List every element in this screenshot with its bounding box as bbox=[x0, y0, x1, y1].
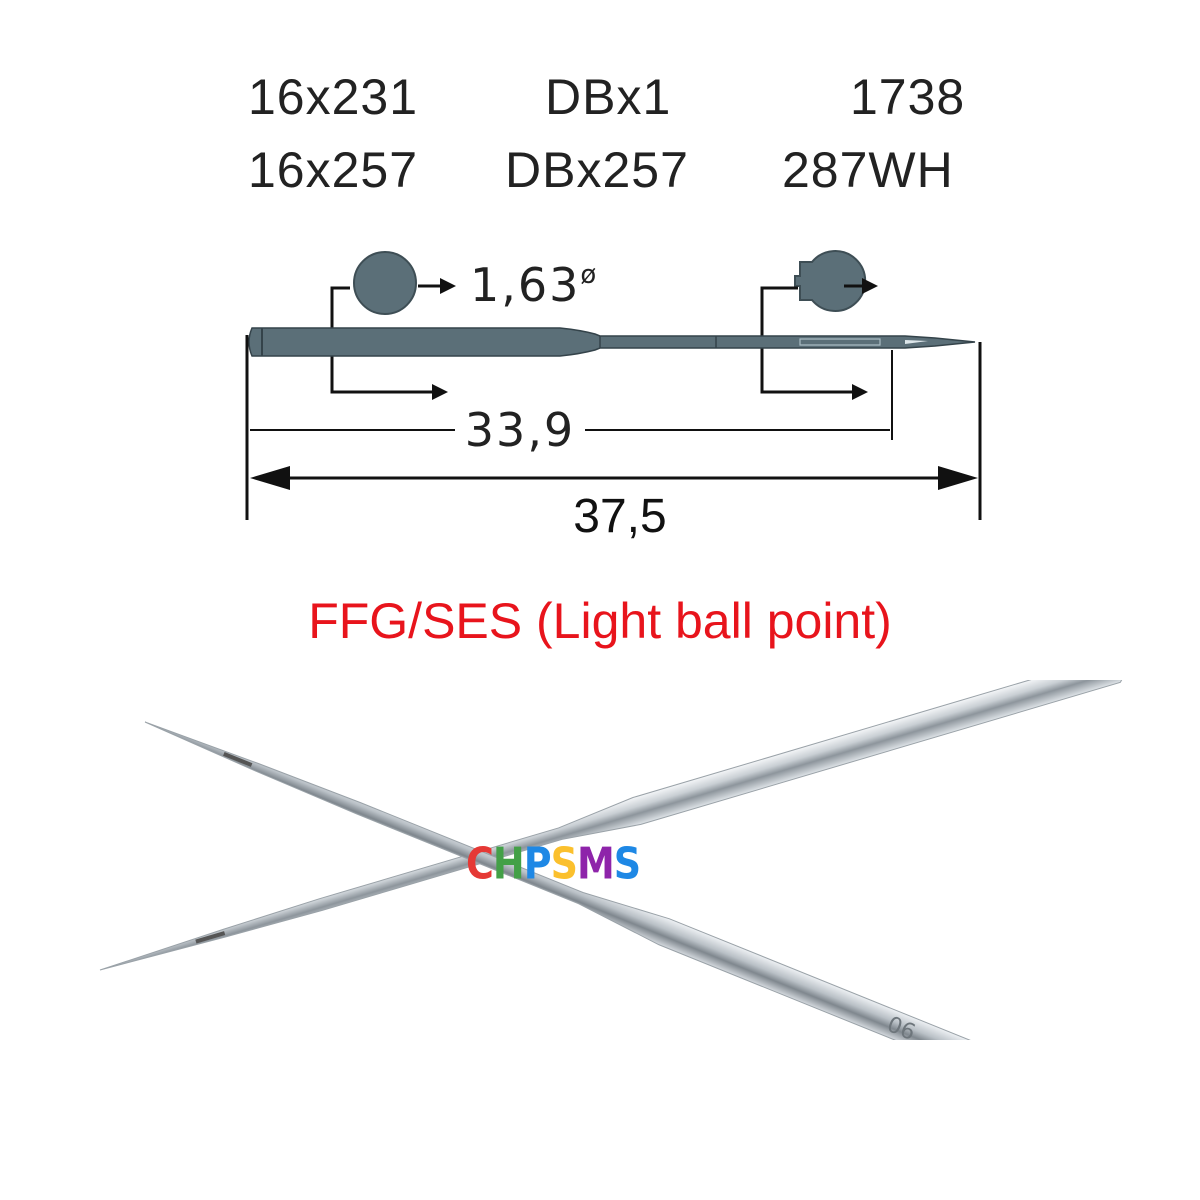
needle-photo-a bbox=[99, 680, 1125, 971]
brand-letter: H bbox=[492, 838, 525, 889]
shank-cross-section bbox=[353, 251, 417, 315]
blade-arrow-head bbox=[862, 278, 878, 294]
inner-length-label: 33,9 bbox=[465, 403, 575, 457]
diameter-label: 1,63ø bbox=[470, 258, 598, 312]
code-1738: 1738 bbox=[850, 69, 966, 125]
brand-logo: CHPSMS bbox=[466, 838, 641, 889]
code-16x231: 16x231 bbox=[248, 69, 419, 125]
total-dimension-arrow-left bbox=[250, 466, 290, 490]
brand-letter: S bbox=[613, 838, 641, 889]
needle-dimension-diagram: 1,63ø 33,9 37,5 bbox=[245, 250, 982, 543]
brand-letter: P bbox=[523, 838, 552, 889]
code-287wh: 287WH bbox=[782, 142, 954, 198]
total-dimension-arrow-right bbox=[938, 466, 978, 490]
total-length-label: 37,5 bbox=[573, 490, 666, 543]
code-16x257: 16x257 bbox=[248, 142, 419, 198]
code-dbx1: DBx1 bbox=[545, 69, 672, 125]
brand-letter: M bbox=[576, 838, 615, 889]
needle-drawing bbox=[248, 327, 976, 357]
code-dbx257: DBx257 bbox=[505, 142, 689, 198]
needles-photo: 90 90 bbox=[99, 680, 1147, 1040]
needle-point-caption: FFG/SES (Light ball point) bbox=[308, 593, 892, 649]
needle-system-codes: 16x231 DBx1 1738 16x257 DBx257 287WH bbox=[0, 0, 1200, 220]
blade-bracket-arrow bbox=[852, 384, 868, 400]
diameter-arrow-head bbox=[440, 278, 456, 294]
brand-letter: S bbox=[550, 838, 578, 889]
shank-bracket-arrow bbox=[432, 384, 448, 400]
brand-letter: C bbox=[466, 838, 494, 889]
blade-cross-section bbox=[794, 250, 867, 312]
needle-photo-b: 90 90 bbox=[144, 721, 1147, 1040]
